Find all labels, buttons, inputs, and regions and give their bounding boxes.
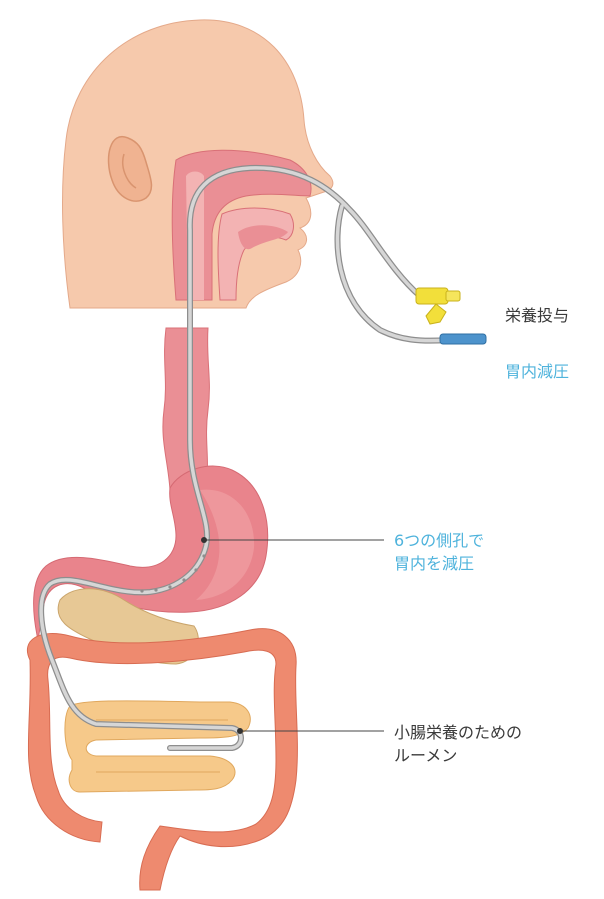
feeding-connector [416,288,460,324]
side-hole [194,568,197,571]
feeding-connector-tip [446,291,460,301]
label-side-holes-line1: 6つの側孔で [394,530,484,551]
side-hole [154,588,157,591]
label-feeding: 栄養投与 [505,305,569,326]
side-hole [182,578,185,581]
feeding-connector-body [416,288,448,304]
leader-dot-side-holes [201,537,207,543]
neck-break [160,312,250,328]
side-hole [168,585,171,588]
side-hole [202,554,205,557]
head-illustration [63,20,333,308]
label-decompression: 胃内減圧 [505,361,569,382]
label-lumen-line1: 小腸栄養のための [394,722,522,743]
esophagus [163,328,210,490]
digestive-upper [34,328,268,664]
label-lumen-line2: ルーメン [394,745,457,766]
decompression-connector [440,334,486,344]
decompression-connector-body [440,334,486,344]
side-hole [140,589,143,592]
feeding-connector-cap [426,304,446,324]
leader-dot-lumen [237,728,243,734]
label-side-holes-line2: 胃内を減圧 [394,553,474,574]
